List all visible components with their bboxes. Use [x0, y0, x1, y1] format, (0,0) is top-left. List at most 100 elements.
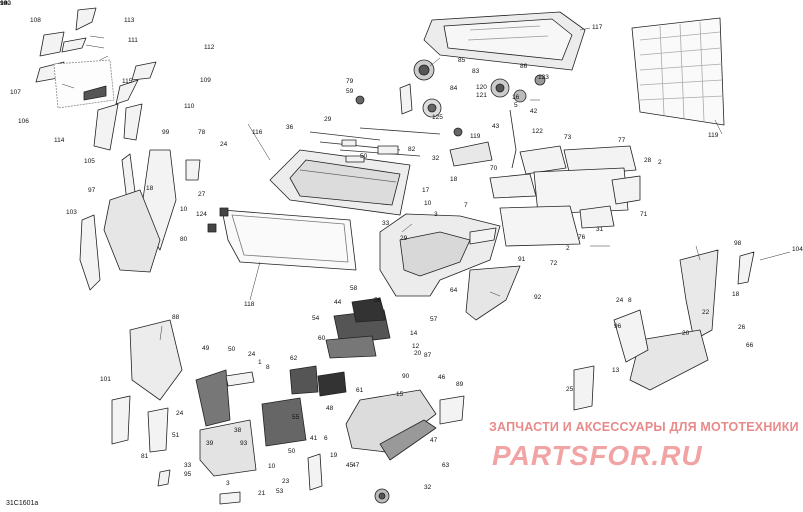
callout-number: 122: [532, 128, 543, 135]
callout-number: 51: [172, 432, 180, 439]
callout-number: 57: [430, 316, 438, 323]
cargo-bed-part: [269, 149, 411, 216]
callout-number: 100: [0, 0, 11, 7]
callout-number: 115: [122, 78, 133, 85]
callout-number: 49: [202, 345, 210, 352]
callout-number: 98: [734, 240, 742, 247]
callout-number: 78: [198, 129, 206, 136]
right-fender-parts: [573, 249, 755, 411]
front-upper-parts: [35, 7, 157, 151]
callout-number: 112: [204, 44, 215, 51]
callout-number: 23: [282, 478, 290, 485]
callout-number: 102: [0, 0, 11, 7]
leader-lines: [61, 27, 791, 341]
callout-number: 124: [196, 211, 207, 218]
callout-number: 99: [162, 129, 170, 136]
callout-number: 13: [612, 367, 620, 374]
callout-number: 56: [374, 297, 382, 304]
callout-number: 66: [746, 342, 754, 349]
callout-number: 18: [732, 291, 740, 298]
callout-number: 60: [318, 335, 326, 342]
callout-number: 36: [286, 124, 294, 131]
callout-number: 101: [100, 376, 111, 383]
callout-number: 24: [176, 410, 184, 417]
callout-number: 2: [566, 245, 570, 252]
dashboard-part: [379, 213, 501, 297]
callout-number: 50: [228, 346, 236, 353]
callout-number: 50: [360, 153, 368, 160]
knob-part: [378, 492, 386, 500]
callout-number: 64: [450, 287, 458, 294]
callout-number: 86: [520, 63, 528, 70]
callout-number: 105: [84, 158, 95, 165]
callout-number: 20: [414, 350, 422, 357]
cushion-part: [449, 141, 493, 167]
callout-number: 91: [518, 256, 526, 263]
skid-plate-parts: [345, 389, 465, 461]
callout-number: 25: [566, 386, 574, 393]
callout-number: 2: [658, 159, 662, 166]
callout-number: 47: [352, 462, 360, 469]
callout-number: 93: [240, 440, 248, 447]
callout-number: 55: [292, 414, 300, 421]
callout-number: 18: [146, 185, 154, 192]
speaker-parts: [355, 59, 546, 169]
callout-number: 88: [172, 314, 180, 321]
callout-number: 108: [30, 17, 41, 24]
callout-number: 32: [424, 484, 432, 491]
watermark-logo: PARTSFOR.RU: [492, 440, 703, 471]
callout-number: 8: [628, 297, 632, 304]
callout-number: 72: [550, 260, 558, 267]
callout-number: 33: [184, 462, 192, 469]
callout-number: 117: [592, 24, 603, 31]
callout-number: 103: [66, 209, 77, 216]
callout-number: 21: [258, 490, 266, 497]
callout-number: 24: [220, 141, 228, 148]
callout-number: 1: [258, 359, 262, 366]
callout-number: 5: [514, 102, 518, 109]
callout-number: 118: [244, 301, 255, 308]
callout-number: 81: [141, 453, 149, 460]
rod-parts: [309, 127, 441, 157]
misc-part: [219, 491, 241, 505]
callout-number: 113: [124, 17, 135, 24]
callout-number: 31: [596, 226, 604, 233]
callout-number: 92: [534, 294, 542, 301]
callout-number: 80: [180, 236, 188, 243]
callout-number: 10: [424, 200, 432, 207]
callout-number: 110: [184, 103, 195, 110]
callout-number: 76: [578, 234, 586, 241]
callout-number: 13: [0, 0, 8, 7]
grille-parts: [325, 297, 391, 359]
left-fender-parts: [79, 149, 201, 291]
callout-number: 63: [442, 462, 450, 469]
callout-number: 10: [180, 206, 188, 213]
callout-number: 123: [538, 74, 549, 81]
bumper-parts: [195, 365, 347, 477]
callout-number: 85: [458, 57, 466, 64]
bracket-part: [207, 223, 217, 233]
callout-number: 19: [330, 452, 338, 459]
callout-number: 22: [702, 309, 710, 316]
panel-118-part: [221, 209, 357, 271]
rear-net-part: [631, 17, 725, 126]
diagram-code: 31C1601a: [6, 500, 39, 507]
callout-number: 28: [644, 157, 652, 164]
callout-number: 45: [346, 462, 354, 469]
callout-number: 61: [356, 387, 364, 394]
callout-number: 121: [476, 92, 487, 99]
callout-number: 47: [430, 437, 438, 444]
callout-number: 83: [472, 68, 480, 75]
callout-number: 53: [276, 488, 284, 495]
callout-number: 33: [382, 220, 390, 227]
callout-number: 109: [200, 77, 211, 84]
callout-number: 17: [422, 187, 430, 194]
callout-number: 18: [450, 176, 458, 183]
misc-part: [307, 453, 323, 491]
callout-number: 16: [512, 94, 520, 101]
callout-number: 12: [412, 343, 420, 350]
callout-number: 59: [346, 88, 354, 95]
callout-number: 96: [614, 323, 622, 330]
callout-number: 73: [564, 134, 572, 141]
